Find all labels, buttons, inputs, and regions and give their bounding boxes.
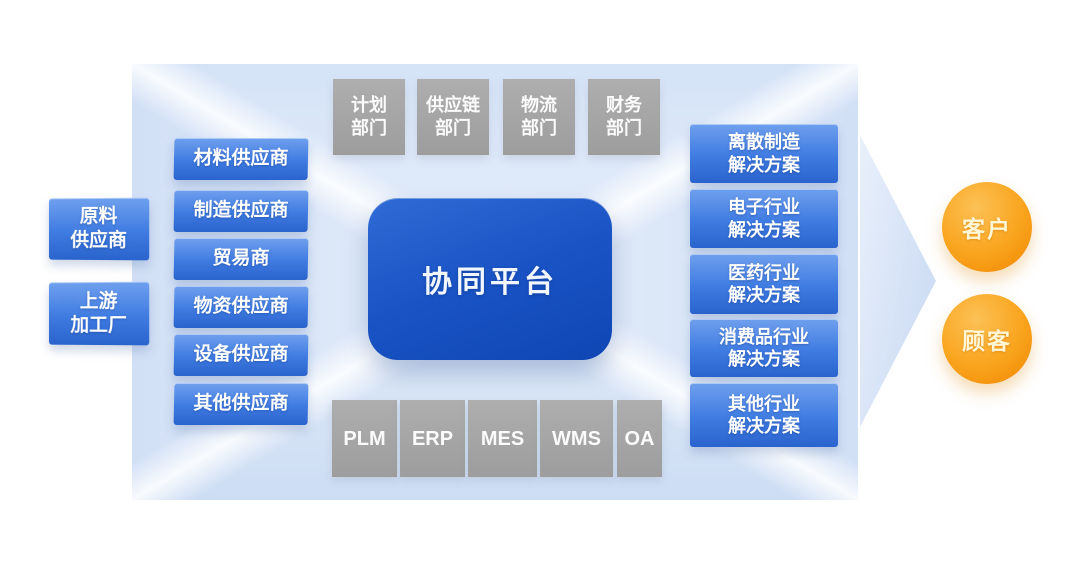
upstream-box: 原料 供应商 (49, 198, 149, 261)
platform-box: 协同平台 (368, 198, 612, 360)
solution-box: 其他行业 解决方案 (690, 383, 838, 447)
department-box: 物流 部门 (503, 79, 575, 155)
system-box: OA (617, 400, 662, 477)
system-box: PLM (332, 400, 397, 477)
supplier-box: 其他供应商 (174, 383, 309, 425)
department-box: 供应链 部门 (417, 79, 489, 155)
solution-box: 离散制造 解决方案 (690, 124, 838, 183)
system-box: WMS (540, 400, 613, 477)
supplier-box: 设备供应商 (174, 334, 309, 376)
supplier-box: 贸易商 (174, 238, 309, 280)
right-flow-arrow-shape (860, 135, 936, 427)
solution-box: 消费品行业 解决方案 (690, 319, 838, 377)
department-box: 财务 部门 (588, 79, 660, 155)
system-box: ERP (400, 400, 465, 477)
customer-circle: 客户 (942, 182, 1032, 272)
customer-circle: 顾客 (942, 294, 1032, 384)
solution-box: 医药行业 解决方案 (690, 254, 838, 314)
solution-box: 电子行业 解决方案 (690, 189, 838, 248)
department-box: 计划 部门 (333, 79, 405, 155)
upstream-box: 上游 加工厂 (49, 282, 149, 346)
supplier-box: 材料供应商 (174, 138, 309, 180)
system-box: MES (468, 400, 537, 477)
supplier-box: 物资供应商 (174, 286, 309, 328)
supplier-box: 制造供应商 (174, 190, 309, 232)
